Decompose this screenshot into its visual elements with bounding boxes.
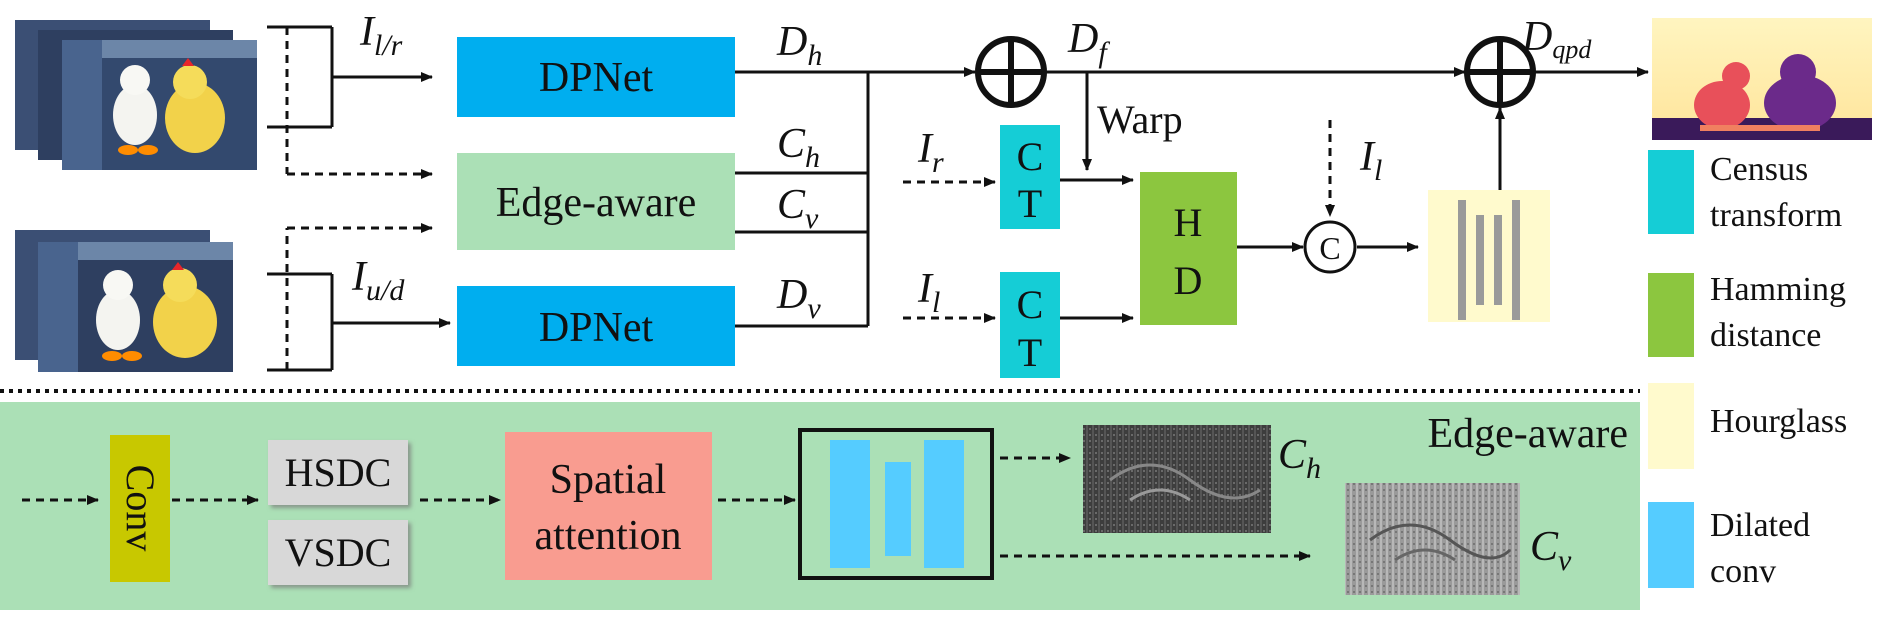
spatial-label-2: attention — [535, 513, 682, 559]
legend-hamming-2: distance — [1710, 317, 1821, 354]
sum-node-1 — [975, 36, 1047, 108]
dpnet-top-label: DPNet — [539, 55, 654, 101]
hsdc-label: HSDC — [285, 450, 392, 495]
legend-hourglass: Hourglass — [1710, 403, 1847, 440]
merge-lines — [735, 67, 976, 328]
label-edge-ch: Ch — [1278, 432, 1321, 485]
legend-dilated-1: Dilated — [1710, 507, 1810, 544]
input-image-stack-top — [15, 20, 257, 170]
df-lines — [1044, 67, 1466, 171]
concat-symbol: C — [1319, 230, 1340, 266]
hsdc-block — [268, 440, 408, 505]
sum-node-2 — [1464, 36, 1536, 108]
dilated-conv-module — [798, 428, 994, 580]
spatial-label-1: Spatial — [550, 457, 667, 503]
label-i-ud: Iu/d — [351, 254, 405, 307]
label-i-l-cat: Il — [1359, 134, 1382, 187]
legend-swatch-hourglass — [1648, 383, 1694, 469]
label-i-r: Ir — [917, 126, 944, 179]
vsdc-block — [268, 520, 408, 585]
label-c-h: Ch — [777, 121, 820, 174]
label-d-h: Dh — [776, 19, 822, 72]
conv-block — [110, 435, 170, 582]
input-bracket-bottom — [267, 223, 451, 372]
edge-map-cv — [1345, 483, 1520, 595]
hd-h: H — [1174, 200, 1203, 245]
conv-label: Conv — [118, 465, 163, 552]
label-d-f: Df — [1067, 16, 1110, 69]
dpnet-top-block — [457, 37, 735, 117]
label-i-lr: Il/r — [359, 9, 403, 62]
legend-census-1: Census — [1710, 151, 1808, 188]
legend-dilated-2: conv — [1710, 553, 1776, 590]
hamming-distance-block — [1140, 172, 1237, 325]
vsdc-label: VSDC — [285, 530, 392, 575]
label-d-qpd: Dqpd — [1521, 14, 1592, 64]
concat-node — [1303, 220, 1357, 274]
edge-aware-label: Edge-aware — [496, 180, 697, 226]
ct-top-c: C — [1017, 134, 1044, 179]
label-edge-cv: Cv — [1530, 524, 1572, 577]
concat-lines — [1237, 120, 1419, 252]
label-d-v: Dv — [776, 272, 821, 325]
dpnet-bottom-block — [457, 286, 735, 366]
hourglass-block — [1428, 190, 1550, 322]
ct-top-t: T — [1018, 181, 1042, 226]
warp-label: Warp — [1097, 97, 1183, 142]
legend-swatch-census — [1648, 150, 1694, 234]
output-depth-image — [1652, 18, 1872, 140]
ct-bottom-c: C — [1017, 282, 1044, 327]
spatial-attention-block — [505, 432, 712, 580]
input-bracket-top — [267, 25, 433, 179]
dpnet-bottom-label: DPNet — [539, 305, 654, 351]
legend-swatch-dilated — [1648, 502, 1694, 588]
census-transform-bottom — [1000, 272, 1060, 378]
edge-map-ch — [1083, 425, 1271, 533]
label-c-v: Cv — [777, 182, 819, 235]
ct-bottom-t: T — [1018, 330, 1042, 375]
hd-d: D — [1174, 258, 1203, 303]
label-i-l-ct: Il — [917, 266, 940, 319]
panel-arrows — [22, 453, 1311, 561]
legend-hamming-1: Hamming — [1710, 271, 1846, 308]
input-image-stack-bottom — [15, 230, 233, 372]
legend-swatch-hamming — [1648, 273, 1694, 357]
edge-aware-panel-title: Edge-aware — [1427, 411, 1628, 457]
edge-aware-block — [457, 153, 735, 250]
legend-census-2: transform — [1710, 197, 1842, 234]
census-transform-top — [1000, 125, 1060, 229]
ct-inputs — [903, 175, 1134, 323]
